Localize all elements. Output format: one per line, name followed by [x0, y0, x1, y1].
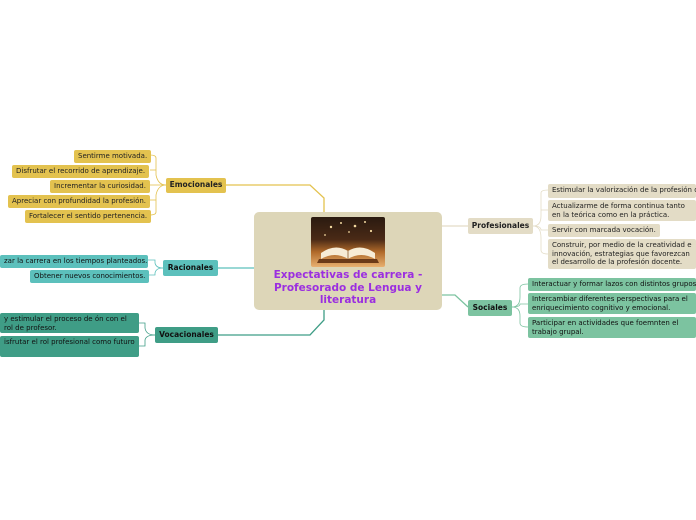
emocionales-item-3[interactable]: Incrementar la curiosidad.: [50, 180, 150, 193]
branch-racionales[interactable]: Racionales: [163, 260, 218, 276]
sociales-item-3[interactable]: Participar en actividades que foemnten e…: [528, 317, 696, 338]
central-topic[interactable]: Expectativas de carrera - Profesorado de…: [254, 212, 442, 310]
emocionales-item-5[interactable]: Fortalecer el sentido pertenencia.: [25, 210, 151, 223]
vocacionales-item-1[interactable]: y estimular el proceso de ón con el rol …: [0, 313, 139, 333]
central-topic-title: Expectativas de carrera - Profesorado de…: [260, 269, 436, 307]
branch-vocacionales[interactable]: Vocacionales: [155, 327, 218, 343]
sociales-item-1[interactable]: Interactuar y formar lazos con distintos…: [528, 278, 696, 291]
vocacionales-item-2[interactable]: isfrutar el rol profesional como futuro: [0, 336, 139, 357]
profesionales-item-4[interactable]: Construir, por medio de la creatividad e…: [548, 239, 696, 269]
profesionales-item-2[interactable]: Actualizarme de forma continua tanto en …: [548, 200, 696, 221]
profesionales-item-1[interactable]: Estimular la valorización de la profesió…: [548, 184, 696, 198]
racionales-item-1[interactable]: zar la carrera en los tiempos planteados…: [0, 255, 148, 268]
emocionales-item-1[interactable]: Sentirme motivada.: [74, 150, 151, 163]
racionales-item-2[interactable]: Obtener nuevos conocimientos.: [30, 270, 149, 283]
emocionales-item-4[interactable]: Apreciar con profundidad la profesión.: [8, 195, 150, 208]
branch-profesionales[interactable]: Profesionales: [468, 218, 533, 234]
branch-emocionales[interactable]: Emocionales: [166, 178, 226, 193]
branch-sociales[interactable]: Sociales: [468, 300, 512, 316]
profesionales-item-3[interactable]: Servir con marcada vocación.: [548, 224, 660, 237]
open-book-image: [311, 217, 385, 267]
sociales-item-2[interactable]: Intercambiar diferentes perspectivas par…: [528, 293, 696, 314]
emocionales-item-2[interactable]: Disfrutar el recorrido de aprendizaje.: [12, 165, 149, 178]
